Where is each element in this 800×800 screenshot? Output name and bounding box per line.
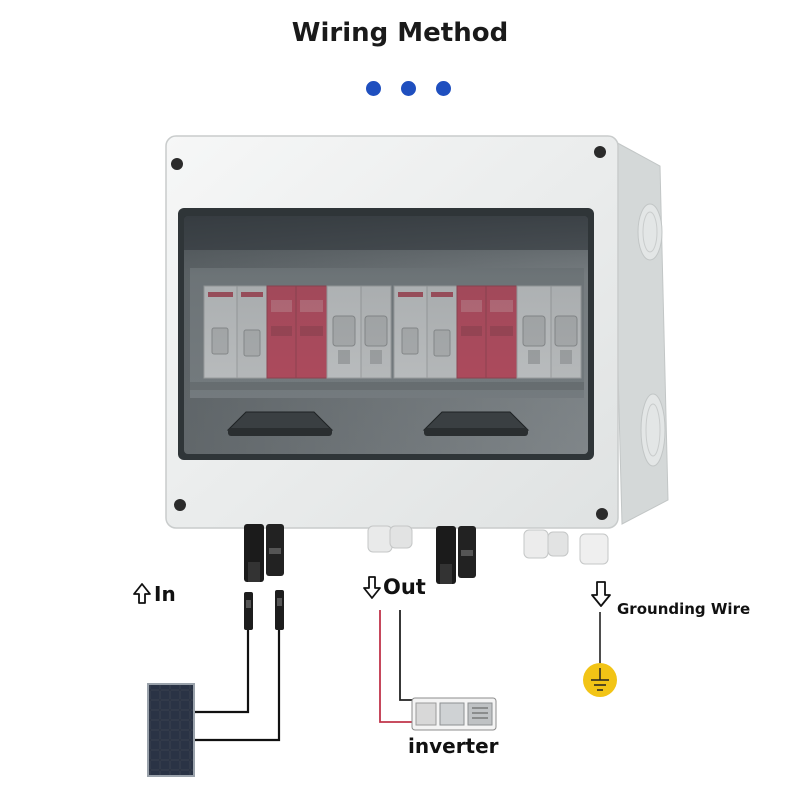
out-label: Out bbox=[383, 575, 426, 599]
cable-glands bbox=[367, 525, 609, 565]
dc-wires bbox=[195, 630, 281, 742]
dot-3 bbox=[436, 81, 451, 96]
arrow-down-outline-icon bbox=[591, 581, 611, 607]
mc4-connector-left bbox=[244, 524, 284, 582]
page-title: Wiring Method bbox=[291, 18, 509, 48]
arrow-up-outline-icon bbox=[133, 583, 151, 604]
dot-2 bbox=[401, 81, 416, 96]
solar-panel bbox=[147, 683, 195, 777]
dot-1 bbox=[366, 81, 381, 96]
inverter bbox=[411, 697, 497, 731]
arrow-down-outline-icon bbox=[363, 576, 381, 599]
mc4-connector-right bbox=[436, 526, 476, 584]
cover-glass bbox=[184, 216, 588, 454]
grounding-wire-label: Grounding Wire bbox=[617, 600, 751, 618]
inverter-label: inverter bbox=[408, 734, 499, 758]
grounding bbox=[583, 612, 617, 697]
carousel-dots bbox=[366, 81, 451, 96]
mc4-plugs bbox=[244, 590, 284, 630]
output-wires bbox=[379, 610, 414, 723]
in-label: In bbox=[154, 582, 176, 606]
